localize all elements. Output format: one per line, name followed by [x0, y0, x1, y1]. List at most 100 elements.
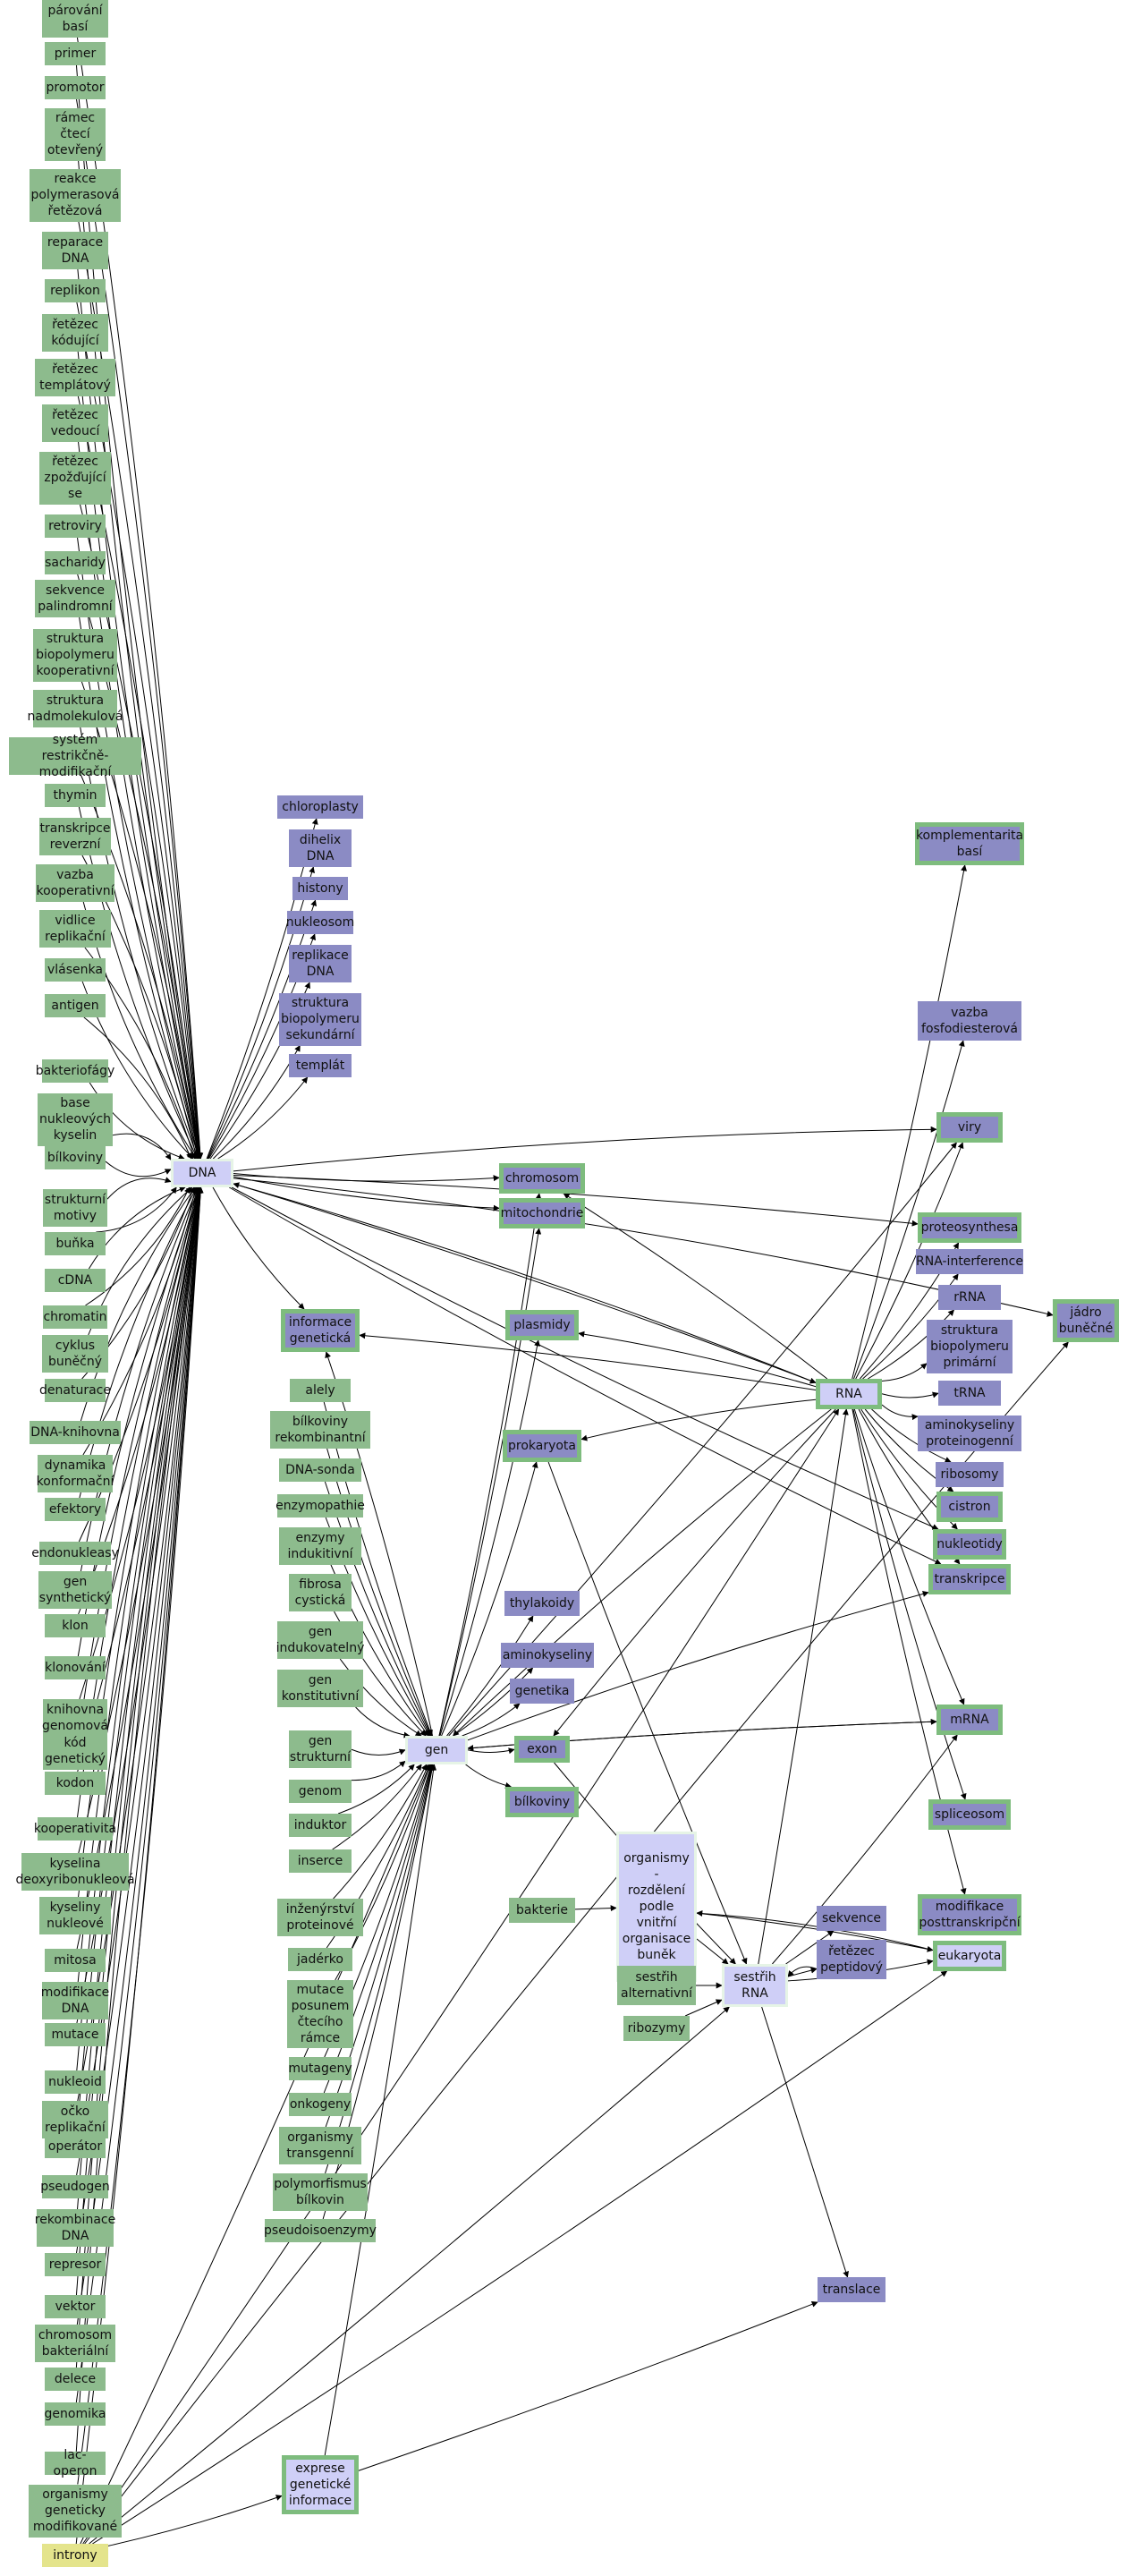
node-rna-interference[interactable]: RNA-interference [916, 1249, 1023, 1274]
node-rekombinace-dna[interactable]: rekombinace DNA [35, 2209, 115, 2247]
node-pseudogen[interactable]: pseudogen [40, 2175, 110, 2198]
node-induktor[interactable]: induktor [289, 1814, 352, 1837]
node-spliceosom[interactable]: spliceosom [928, 1799, 1011, 1830]
node-retezec-templatovy[interactable]: řetězec templátový [35, 359, 115, 396]
node-gen[interactable]: gen [405, 1736, 468, 1764]
node-onkogeny[interactable]: onkogeny [289, 2093, 352, 2116]
node-mitochondrie[interactable]: mitochondrie [499, 1198, 585, 1228]
node-mutace[interactable]: mutace [45, 2023, 106, 2046]
node-reakce-polymerasova-retezova[interactable]: reakce polymerasová řetězová [30, 168, 121, 222]
node-proteosynthesa[interactable]: proteosynthesa [918, 1212, 1021, 1243]
node-enzymy-indukitivni[interactable]: enzymy indukitivní [279, 1527, 361, 1565]
node-sacharidy[interactable]: sacharidy [45, 551, 106, 574]
node-delece[interactable]: delece [45, 2368, 106, 2391]
node-promotor[interactable]: promotor [45, 76, 106, 99]
node-antigen[interactable]: antigen [45, 994, 106, 1017]
node-lac-operon[interactable]: lac-operon [45, 2448, 106, 2478]
node-ocko-replikacni[interactable]: očko replikační [42, 2101, 108, 2138]
node-organismy-geneticky-modifikovane[interactable]: organismy geneticky modifikované [29, 2484, 122, 2538]
node-sekvence[interactable]: sekvence [817, 1906, 886, 1931]
node-rrna[interactable]: rRNA [938, 1285, 1001, 1310]
node-dna[interactable]: DNA [171, 1159, 233, 1187]
node-vlasenka[interactable]: vlásenka [45, 958, 106, 982]
node-ribozymy[interactable]: ribozymy [623, 2016, 690, 2041]
node-nukleoid[interactable]: nukleoid [45, 2070, 106, 2094]
node-gen-strukturni[interactable]: gen strukturní [289, 1730, 352, 1768]
node-dna-sonda[interactable]: DNA-sonda [279, 1458, 361, 1482]
node-aminokyseliny-proteinogenni[interactable]: aminokyseliny proteinogenní [918, 1416, 1021, 1451]
node-strukturni-motivy[interactable]: strukturní motivy [43, 1189, 107, 1227]
node-chromosom-bakterialni[interactable]: chromosom bakteriální [35, 2325, 115, 2362]
node-parovani-basi[interactable]: párování basí [42, 0, 108, 38]
node-genetika[interactable]: genetika [510, 1679, 574, 1704]
node-bilkoviny[interactable]: bílkoviny [45, 1146, 106, 1169]
node-rna[interactable]: RNA [816, 1379, 882, 1409]
node-efektory[interactable]: efektory [45, 1498, 106, 1521]
node-struktura-biopolymeru-sekundarni[interactable]: struktura biopolymeru sekundární [279, 992, 361, 1046]
node-translace[interactable]: translace [818, 2277, 886, 2302]
node-informace-geneticka[interactable]: informace genetická [281, 1309, 360, 1352]
node-bakteriofagy[interactable]: bakteriofágy [36, 1059, 114, 1083]
node-aminokyseliny[interactable]: aminokyseliny [501, 1643, 594, 1668]
node-cdna[interactable]: cDNA [45, 1269, 106, 1292]
node-transkripce[interactable]: transkripce [928, 1564, 1011, 1594]
node-sestrih-rna[interactable]: sestřih RNA [722, 1964, 788, 2007]
node-nukleosom[interactable]: nukleosom [286, 911, 354, 934]
node-vidlice-replikacni[interactable]: vidlice replikační [39, 910, 111, 948]
node-bakterie[interactable]: bakterie [509, 1898, 575, 1923]
node-organismy-rozdeleni-podle-vnitrni-organisace-bunek[interactable]: organismy - rozdělení podle vnitřní orga… [616, 1832, 697, 1982]
node-kodon[interactable]: kodon [45, 1772, 106, 1795]
node-prokaryota[interactable]: prokaryota [503, 1430, 581, 1462]
node-kod-geneticky[interactable]: kód genetický [43, 1732, 107, 1770]
node-enzymopathie[interactable]: enzymopathie [275, 1494, 365, 1518]
node-klon[interactable]: klon [45, 1614, 106, 1637]
node-exprese-geneticke-informace[interactable]: exprese genetické informace [282, 2455, 359, 2514]
node-kooperativita[interactable]: kooperativita [34, 1817, 116, 1841]
node-klonovani[interactable]: klonování [45, 1656, 106, 1679]
node-gen-indukovatelny[interactable]: gen indukovatelný [276, 1621, 364, 1659]
node-alely[interactable]: alely [290, 1379, 351, 1402]
node-bilkoviny[interactable]: bílkoviny [505, 1787, 579, 1817]
node-thymin[interactable]: thymin [45, 784, 106, 807]
node-dna-knihovna[interactable]: DNA-knihovna [30, 1421, 121, 1444]
node-mrna[interactable]: mRNA [936, 1705, 1003, 1735]
node-mitosa[interactable]: mitosa [45, 1949, 106, 1972]
node-base-nukleovych-kyselin[interactable]: base nukleových kyselin [38, 1092, 113, 1146]
node-dynamika-konformacni[interactable]: dynamika konformační [37, 1455, 114, 1492]
node-histony[interactable]: histony [292, 877, 348, 900]
node-chromosom[interactable]: chromosom [499, 1163, 585, 1194]
node-gen-syntheticky[interactable]: gen synthetický [38, 1571, 112, 1609]
node-retroviry[interactable]: retroviry [45, 514, 106, 538]
node-sestrih-alternativni[interactable]: sestřih alternativní [617, 1966, 696, 2005]
node-reparace-dna[interactable]: reparace DNA [42, 232, 108, 269]
node-vazba-kooperativni[interactable]: vazba kooperativní [36, 864, 114, 902]
node-struktura-biopolymeru-kooperativni[interactable]: struktura biopolymeru kooperativní [33, 628, 117, 682]
node-mutace-posunem-cteciho-ramce[interactable]: mutace posunem čtecího rámce [287, 1980, 353, 2048]
node-retezec-vedouci[interactable]: řetězec vedoucí [42, 404, 108, 442]
node-trna[interactable]: tRNA [938, 1381, 1001, 1406]
node-primer[interactable]: primer [45, 42, 106, 65]
node-inserce[interactable]: inserce [289, 1849, 352, 1873]
node-replikace-dna[interactable]: replikace DNA [289, 945, 352, 982]
node-sekvence-palindromni[interactable]: sekvence palindromní [35, 580, 115, 617]
node-jaderko[interactable]: jadérko [288, 1948, 352, 1971]
node-transkripce-reverzni[interactable]: transkripce reverzní [39, 818, 111, 855]
node-kyselina-deoxyribonukleova[interactable]: kyselina deoxyribonukleová [15, 1853, 135, 1891]
node-struktura-nadmolekulova[interactable]: struktura nadmolekulová [28, 690, 123, 727]
node-modifikace-dna[interactable]: modifikace DNA [41, 1982, 109, 2019]
node-nukleotidy[interactable]: nukleotidy [933, 1529, 1006, 1560]
node-introny[interactable]: introny [42, 2544, 108, 2567]
node-thylakoidy[interactable]: thylakoidy [504, 1591, 580, 1616]
node-bilkoviny-rekombinantni[interactable]: bílkoviny rekombinantní [270, 1411, 370, 1449]
node-operator[interactable]: operátor [45, 2135, 106, 2158]
node-retezec-zpozdujici-se[interactable]: řetězec zpožďující se [39, 451, 111, 505]
node-retezec-peptidovy[interactable]: řetězec peptidový [817, 1940, 886, 1979]
node-jadro-bunecne[interactable]: jádro buněčné [1053, 1299, 1119, 1342]
node-represor[interactable]: represor [45, 2253, 106, 2276]
node-system-restrikcne-modifikacni[interactable]: systém restrikčně-modifikační [9, 733, 141, 779]
node-ribosomy[interactable]: ribosomy [936, 1462, 1004, 1487]
node-modifikace-posttranskripcni[interactable]: modifikace posttranskripční [918, 1894, 1021, 1935]
node-ramec-cteci-otevreny[interactable]: rámec čtecí otevřený [45, 107, 106, 161]
node-denaturace[interactable]: denaturace [39, 1379, 111, 1402]
node-plasmidy[interactable]: plasmidy [505, 1310, 579, 1340]
